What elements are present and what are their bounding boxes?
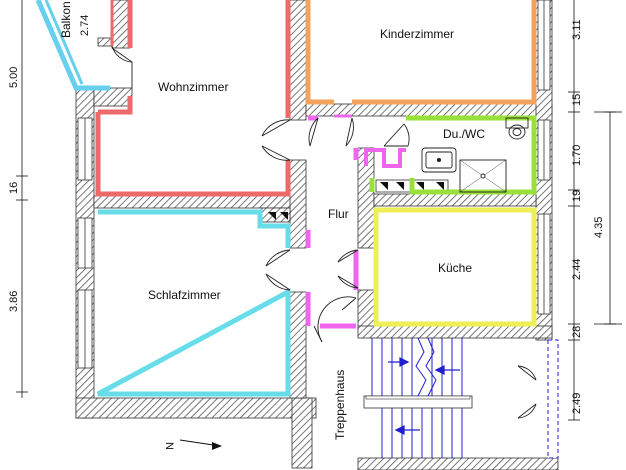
door-schlaf-flur <box>265 249 291 291</box>
windows <box>77 0 551 369</box>
wall-balkon-top <box>111 0 131 49</box>
door-entrance <box>313 296 357 343</box>
wall-flur-kueche-lower <box>357 289 375 331</box>
wall-balkon-pillar <box>97 37 113 47</box>
dimension-labels: 5.00 16 3.86 2.74 3.11 15 1.70 19 2.44 2… <box>8 15 605 414</box>
wall-wohn-flur-lower <box>289 159 307 249</box>
sanitary <box>421 117 529 193</box>
label-balkon: Balkon <box>59 1 73 38</box>
north-arrow: N <box>163 439 222 450</box>
door-stair-right <box>517 365 537 419</box>
wall-bottom <box>75 397 317 419</box>
label-kinderzimmer: Kinderzimmer <box>380 27 454 41</box>
wall-stair-left <box>291 397 313 469</box>
wall-kinder-bottom <box>305 103 553 117</box>
dim-right-15: 15 <box>571 94 583 106</box>
dim-left-5-00: 5.00 <box>8 67 20 88</box>
door-bad-flur <box>383 123 410 147</box>
wall-bad-kueche <box>373 193 537 207</box>
wall-kueche-bottom <box>357 325 553 339</box>
label-kueche: Küche <box>438 261 472 275</box>
staircase <box>363 337 559 459</box>
dim-right-1-70: 1.70 <box>571 145 583 166</box>
wall-schlaf-flur <box>289 291 307 399</box>
room-outlines <box>35 0 537 397</box>
door-kinder-flur <box>308 117 354 147</box>
stair-break-line <box>415 337 427 397</box>
shower-tray-icon <box>459 159 507 193</box>
outline-bad <box>369 115 537 195</box>
walls <box>75 0 559 470</box>
room-labels: Balkon Wohnzimmer Kinderzimmer Du./WC Fl… <box>59 1 485 440</box>
outline-balkon <box>35 0 110 91</box>
dim-right-19: 19 <box>571 190 583 202</box>
dim-left-16: 16 <box>8 182 20 194</box>
door-wohn-flur <box>261 119 291 161</box>
door-balkon <box>111 45 133 88</box>
dim-right-2-49: 2.49 <box>571 393 583 414</box>
wall-left-upper-stub <box>93 87 133 107</box>
outline-kinderzimmer <box>305 0 537 105</box>
label-flur: Flur <box>328 207 349 221</box>
wall-wohn-flur <box>289 0 307 121</box>
stair-right-wall <box>547 339 559 459</box>
outline-flur <box>305 115 359 329</box>
dim-right-3-11: 3.11 <box>571 19 583 40</box>
doors <box>111 45 537 419</box>
stair-arrow-icon <box>388 357 460 435</box>
dim-right-2-44: 2.44 <box>571 259 583 280</box>
label-treppenhaus: Treppenhaus <box>333 370 347 440</box>
wall-stair-bottom <box>357 457 559 470</box>
toilet-icon <box>505 117 529 140</box>
dimension-lines <box>16 0 622 421</box>
north-arrow-label: N <box>163 442 175 450</box>
dim-right-28: 28 <box>571 326 583 338</box>
outline-kueche <box>373 207 537 327</box>
dim-right-4-35: 4.35 <box>593 217 605 238</box>
stair-handrail <box>365 395 471 400</box>
label-wohnzimmer: Wohnzimmer <box>158 80 228 94</box>
washbasin-icon <box>421 147 457 173</box>
wall-mid-horizontal <box>93 195 295 209</box>
label-schlafzimmer: Schlafzimmer <box>148 288 221 302</box>
door-kueche-flur <box>337 249 359 289</box>
dim-left-3-86: 3.86 <box>8 291 20 312</box>
label-du-wc: Du./WC <box>443 127 485 141</box>
outline-schlafzimmer <box>96 209 291 397</box>
outline-wohnzimmer-path <box>95 0 291 197</box>
outline-flur-bad-corner <box>364 148 406 168</box>
dim-balkon-2-74: 2.74 <box>79 15 91 36</box>
ventilation-shafts <box>268 182 444 220</box>
